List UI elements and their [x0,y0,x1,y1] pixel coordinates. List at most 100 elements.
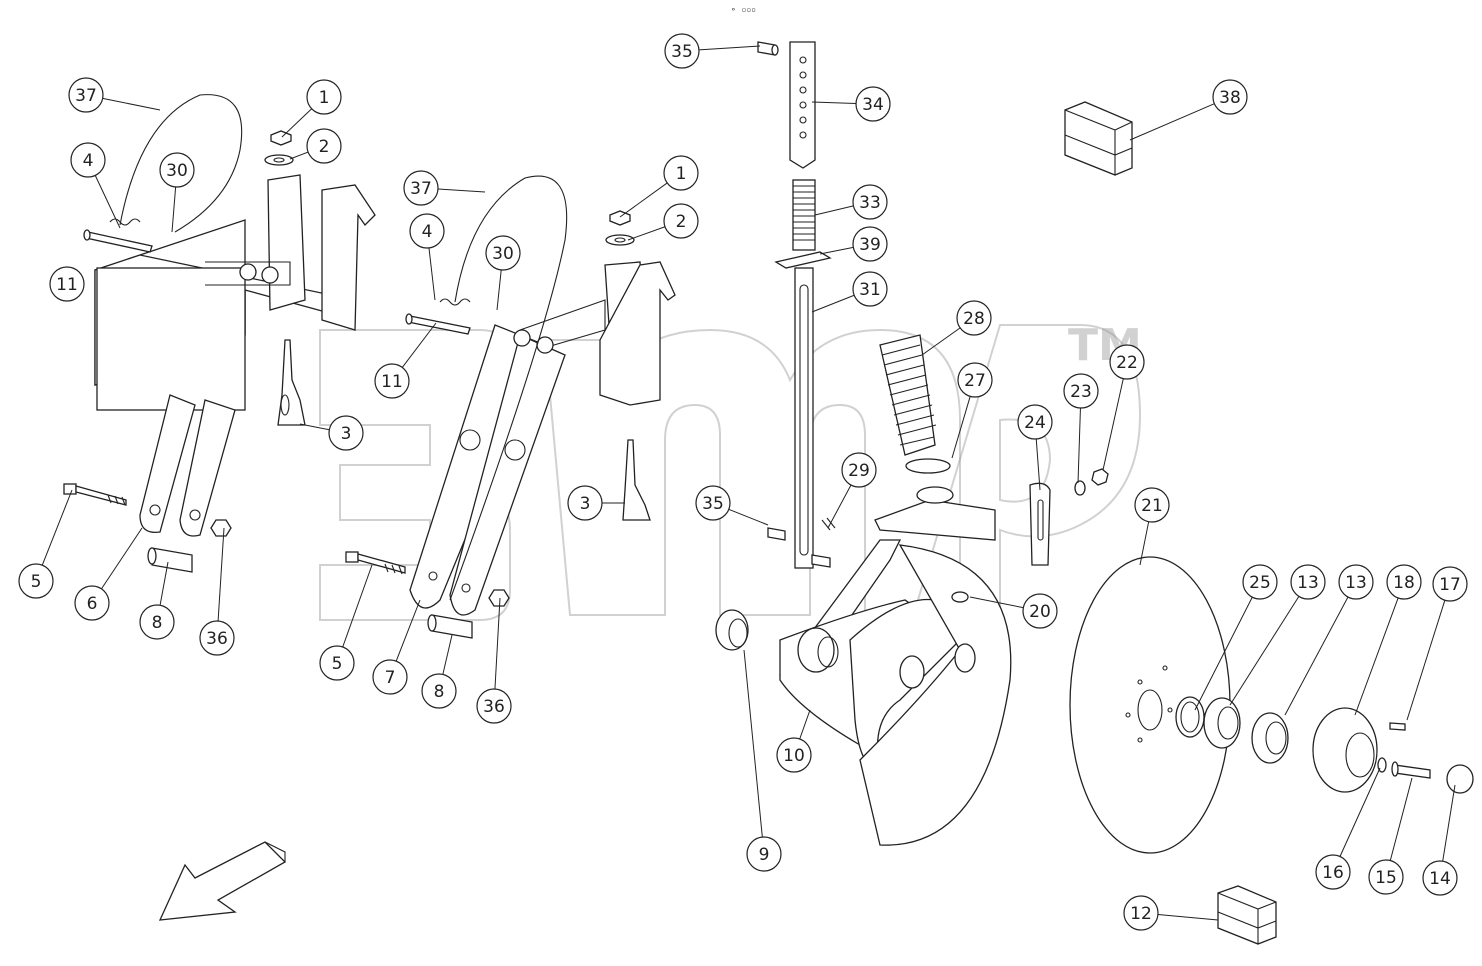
callout-c36b: 36 [476,688,512,724]
leader-line-c15 [1389,777,1413,861]
leader-line-c17 [1406,600,1446,721]
header-mark: ⚬ ▫▫▫ [730,5,756,14]
callout-label: 37 [75,86,97,106]
callout-circle [1338,564,1374,600]
bearing-2 [1251,712,1289,764]
leader-line-c2b [627,226,666,241]
leader-line-c28 [921,327,961,356]
callout-label: 8 [152,613,163,633]
callout-c37a: 37 [68,77,104,113]
callout-circle [1212,79,1248,115]
leader-line-c30b [496,269,502,311]
callout-c14: 14 [1422,860,1458,896]
disc-opener [859,544,1012,846]
leader-line-c23 [1077,407,1081,484]
callout-circle [852,226,888,262]
leader-line-c11b [401,322,437,368]
seed-tube [879,334,937,456]
leader-line-c5a [41,489,73,566]
callout-circle [485,235,521,271]
callout-label: 12 [1130,904,1152,924]
callout-label: 4 [83,151,94,171]
hub-bolt [1391,761,1431,779]
callout-label: 33 [859,193,881,213]
leader-line-c14 [1442,784,1456,862]
callout-c35a: 35 [664,33,700,69]
callout-c12: 12 [1123,895,1159,931]
callout-circle [841,452,877,488]
callout-circle [1017,404,1053,440]
callout-c37b: 37 [403,170,439,206]
nut-small [1091,468,1109,486]
callout-c1b: 1 [663,155,699,191]
callout-circle [1063,373,1099,409]
leader-line-c8b [442,634,453,675]
callout-circle [852,271,888,307]
callout-c35b: 35 [695,485,731,521]
callout-label: 35 [671,42,693,62]
callout-label: 15 [1375,868,1397,888]
left-mount-bracket [94,174,376,411]
callout-c13a: 13 [1290,564,1326,600]
callout-c27: 27 [957,362,993,398]
callout-c3b: 3 [567,485,603,521]
callout-c34: 34 [855,86,891,122]
callout-c17: 17 [1432,566,1468,602]
callout-circle [1109,344,1145,380]
callout-c10: 10 [776,737,812,773]
bushing-flanged [715,609,749,651]
callout-label: 24 [1024,413,1046,433]
leader-line-c4a [94,175,121,229]
left-bushing [147,547,193,573]
leader-line-c1a [281,108,313,138]
leader-line-c18 [1354,597,1399,716]
leader-line-c13a [1229,596,1300,706]
leader-line-c4b [428,247,436,301]
callout-circle [1386,564,1422,600]
callout-circle [68,77,104,113]
leader-line-c37a [102,97,161,111]
callout-circle [306,128,342,164]
callout-c7: 7 [372,659,408,695]
adjust-bar [789,41,816,169]
leader-line-c25 [1194,596,1253,711]
callout-circle [1022,593,1058,629]
callout-c4a: 4 [70,142,106,178]
callout-c38: 38 [1212,79,1248,115]
callout-circle [139,604,175,640]
callout-c15: 15 [1368,859,1404,895]
leader-line-c35a [698,45,761,51]
direction-arrow [158,841,287,921]
callout-label: 1 [319,88,330,108]
spring-plate [774,251,832,269]
callout-circle [695,485,731,521]
leader-line-c21 [1139,521,1150,566]
hairpin-clip [821,517,836,531]
callout-label: 17 [1439,575,1461,595]
leader-line-c8a [159,561,169,606]
callout-c29: 29 [841,452,877,488]
callout-c11a: 11 [49,266,85,302]
leader-line-c16 [1339,767,1381,857]
callout-c8b: 8 [421,673,457,709]
callout-label: 25 [1249,573,1271,593]
callout-c25: 25 [1242,564,1278,600]
callout-label: 13 [1297,573,1319,593]
callout-label: 8 [434,682,445,702]
adjust-rod [794,267,814,569]
callout-circle [1123,895,1159,931]
callout-c39: 39 [852,226,888,262]
left-pin [83,229,153,253]
callout-c5b: 5 [319,645,355,681]
callout-label: 4 [422,222,433,242]
callout-label: 7 [385,668,396,688]
leader-line-c9 [743,649,763,838]
left-arms [139,394,236,537]
callout-label: 21 [1141,496,1163,516]
callout-c11b: 11 [374,363,410,399]
center-bolt [345,551,406,575]
callout-circle [776,737,812,773]
callout-circle [567,485,603,521]
leader-line-c33 [814,205,854,216]
